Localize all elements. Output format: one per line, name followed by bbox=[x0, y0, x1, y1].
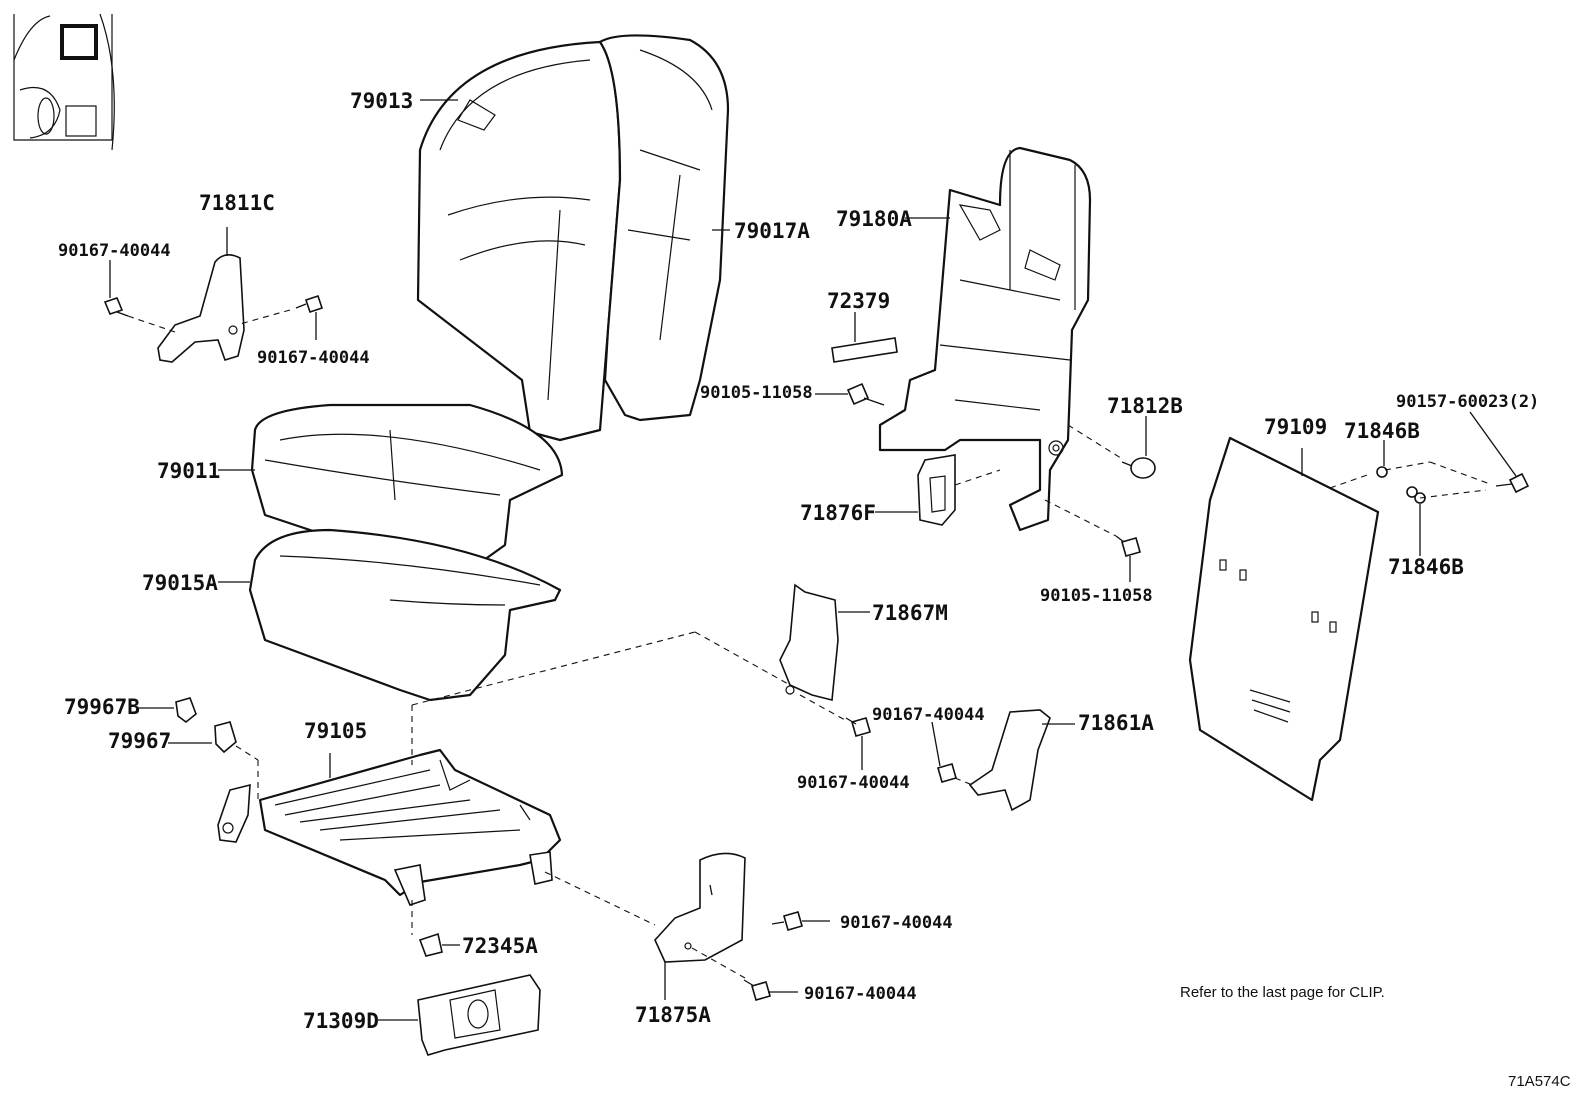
bolt-90167-e bbox=[771, 911, 830, 931]
callout-79013: 79013 bbox=[350, 89, 413, 113]
cover-71309D bbox=[378, 974, 541, 1056]
callout-90105-b: 90105-11058 bbox=[1040, 586, 1153, 606]
strip-72379 bbox=[831, 312, 898, 363]
callout-72379: 72379 bbox=[827, 289, 890, 313]
callout-90167-d: 90167-40044 bbox=[797, 773, 910, 793]
vehicle-locator-inset bbox=[13, 13, 115, 151]
callout-71309D: 71309D bbox=[303, 1009, 379, 1033]
figure-id: 71A574C bbox=[1508, 1073, 1571, 1090]
plug-72345A bbox=[418, 932, 460, 957]
callout-90167-c: 90167-40044 bbox=[872, 705, 985, 725]
callout-90167-b: 90167-40044 bbox=[257, 348, 370, 368]
bolt-90167-b bbox=[239, 294, 324, 340]
cover-71861A bbox=[968, 709, 1075, 812]
clip-71846B-b bbox=[1406, 486, 1487, 556]
callout-71861A: 71861A bbox=[1078, 711, 1154, 735]
seatback-frame-79180A bbox=[878, 146, 1092, 532]
seat-cushion-pad-79015A bbox=[248, 528, 562, 702]
callout-79015A: 79015A bbox=[142, 571, 218, 595]
bolt-90167-d bbox=[931, 721, 976, 787]
bracket-71811C bbox=[157, 227, 245, 363]
callout-90167-e: 90167-40044 bbox=[840, 913, 953, 933]
callout-72345A: 72345A bbox=[462, 934, 538, 958]
back-board-79109 bbox=[1188, 436, 1380, 802]
cap-79967B bbox=[138, 697, 197, 724]
screw-90157 bbox=[1469, 411, 1530, 494]
callout-79967: 79967 bbox=[108, 729, 171, 753]
bolt-90105-a bbox=[815, 382, 885, 406]
bolt-90105-b bbox=[1044, 499, 1141, 582]
clip-71846B-a bbox=[1376, 440, 1491, 485]
bolt-90167-f bbox=[743, 979, 798, 1001]
cover-71876F bbox=[875, 454, 1001, 526]
bolt-90167-a bbox=[103, 260, 176, 333]
callout-90167-f: 90167-40044 bbox=[804, 984, 917, 1004]
callout-71876F: 71876F bbox=[800, 501, 876, 525]
callout-79105: 79105 bbox=[304, 719, 367, 743]
seatback-cover-79013 bbox=[416, 40, 622, 442]
callout-71811C: 71811C bbox=[199, 191, 275, 215]
seatback-pad-79017A bbox=[598, 34, 730, 422]
bolt-90167-c bbox=[845, 717, 871, 770]
cap-71812B bbox=[1067, 416, 1156, 479]
cover-71867M bbox=[694, 583, 870, 721]
callout-71867M: 71867M bbox=[872, 601, 948, 625]
clip-reference-note: Refer to the last page for CLIP. bbox=[1180, 984, 1385, 1001]
callout-90105-a: 90105-11058 bbox=[700, 383, 813, 403]
callout-71812B: 71812B bbox=[1107, 394, 1183, 418]
callout-71846B-a: 71846B bbox=[1344, 419, 1420, 443]
cap-79967 bbox=[168, 721, 259, 761]
callout-79017A: 79017A bbox=[734, 219, 810, 243]
callout-79011: 79011 bbox=[157, 459, 220, 483]
cover-71875A bbox=[654, 852, 746, 1000]
callout-90167-a: 90167-40044 bbox=[58, 241, 171, 261]
callout-79967B: 79967B bbox=[64, 695, 140, 719]
callout-79180A: 79180A bbox=[836, 207, 912, 231]
seat-adjuster-79105 bbox=[217, 631, 696, 935]
callout-71846B-b: 71846B bbox=[1388, 555, 1464, 579]
callout-71875A: 71875A bbox=[635, 1003, 711, 1027]
callout-90157: 90157-60023(2) bbox=[1396, 392, 1539, 412]
callout-79109: 79109 bbox=[1264, 415, 1327, 439]
